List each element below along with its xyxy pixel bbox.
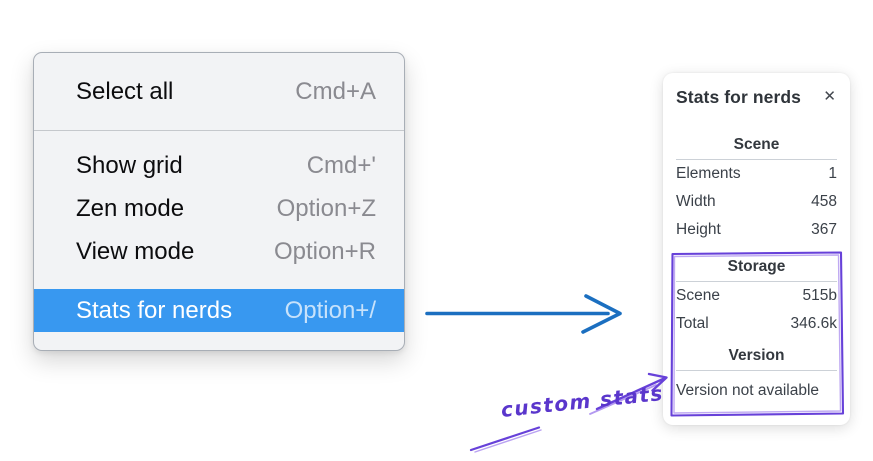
menu-item-shortcut: Cmd+A bbox=[295, 77, 376, 105]
stat-label: Width bbox=[676, 193, 716, 210]
menu-item-label: Select all bbox=[76, 77, 174, 105]
menu-item-view-mode[interactable]: View mode Option+R bbox=[34, 230, 404, 273]
stat-row-elements: Elements 1 bbox=[676, 160, 837, 188]
stat-row-height: Height 367 bbox=[676, 216, 837, 244]
menu-item-shortcut: Option+Z bbox=[276, 194, 376, 222]
menu-item-label: View mode bbox=[76, 237, 195, 265]
stat-value: 346.6k bbox=[790, 315, 837, 332]
scene-section-header: Scene bbox=[733, 136, 780, 153]
menu-item-show-grid[interactable]: Show grid Cmd+' bbox=[34, 144, 404, 187]
stats-panel-header: Stats for nerds ✕ bbox=[676, 87, 837, 108]
version-section-header: Version bbox=[728, 347, 785, 364]
stat-label: Height bbox=[676, 221, 721, 238]
menu-item-label: Zen mode bbox=[76, 194, 185, 222]
flow-arrow bbox=[425, 294, 622, 334]
stat-label: Scene bbox=[676, 287, 720, 304]
stat-label: Total bbox=[676, 315, 709, 332]
version-note: Version not available bbox=[676, 382, 820, 399]
stat-row-total-size: Total 346.6k bbox=[676, 310, 837, 338]
menu-item-stats-for-nerds[interactable]: Stats for nerds Option+/ bbox=[34, 289, 404, 332]
menu-section-bottom: Show grid Cmd+' Zen mode Option+Z View m… bbox=[34, 131, 404, 332]
stat-value: 458 bbox=[811, 193, 837, 210]
stats-panel: Stats for nerds ✕ Scene Elements 1 Width… bbox=[663, 73, 850, 425]
menu-item-label: Stats for nerds bbox=[76, 296, 233, 324]
storage-section-header: Storage bbox=[727, 258, 786, 275]
version-divider bbox=[676, 370, 837, 371]
menu-section-top: Select all Cmd+A bbox=[34, 53, 404, 130]
annotation-stroke bbox=[469, 426, 542, 453]
context-menu: Select all Cmd+A Show grid Cmd+' Zen mod… bbox=[33, 52, 405, 351]
scene-divider bbox=[676, 159, 837, 160]
menu-item-label: Show grid bbox=[76, 151, 183, 179]
menu-item-zen-mode[interactable]: Zen mode Option+Z bbox=[34, 187, 404, 230]
custom-stats-annotation: custom stats bbox=[499, 380, 665, 422]
stat-label: Elements bbox=[676, 165, 741, 182]
menu-item-shortcut: Option+R bbox=[273, 237, 376, 265]
stats-panel-title: Stats for nerds bbox=[676, 87, 801, 107]
stat-value: 367 bbox=[811, 221, 837, 238]
stat-row-width: Width 458 bbox=[676, 188, 837, 216]
close-icon[interactable]: ✕ bbox=[823, 88, 836, 105]
menu-divider bbox=[34, 130, 404, 131]
menu-item-shortcut: Option+/ bbox=[284, 296, 376, 324]
stat-row-scene-size: Scene 515b bbox=[676, 282, 837, 310]
stat-value: 1 bbox=[828, 165, 837, 182]
menu-item-shortcut: Cmd+' bbox=[306, 151, 376, 179]
menu-item-select-all[interactable]: Select all Cmd+A bbox=[34, 70, 404, 113]
stat-value: 515b bbox=[802, 287, 837, 304]
